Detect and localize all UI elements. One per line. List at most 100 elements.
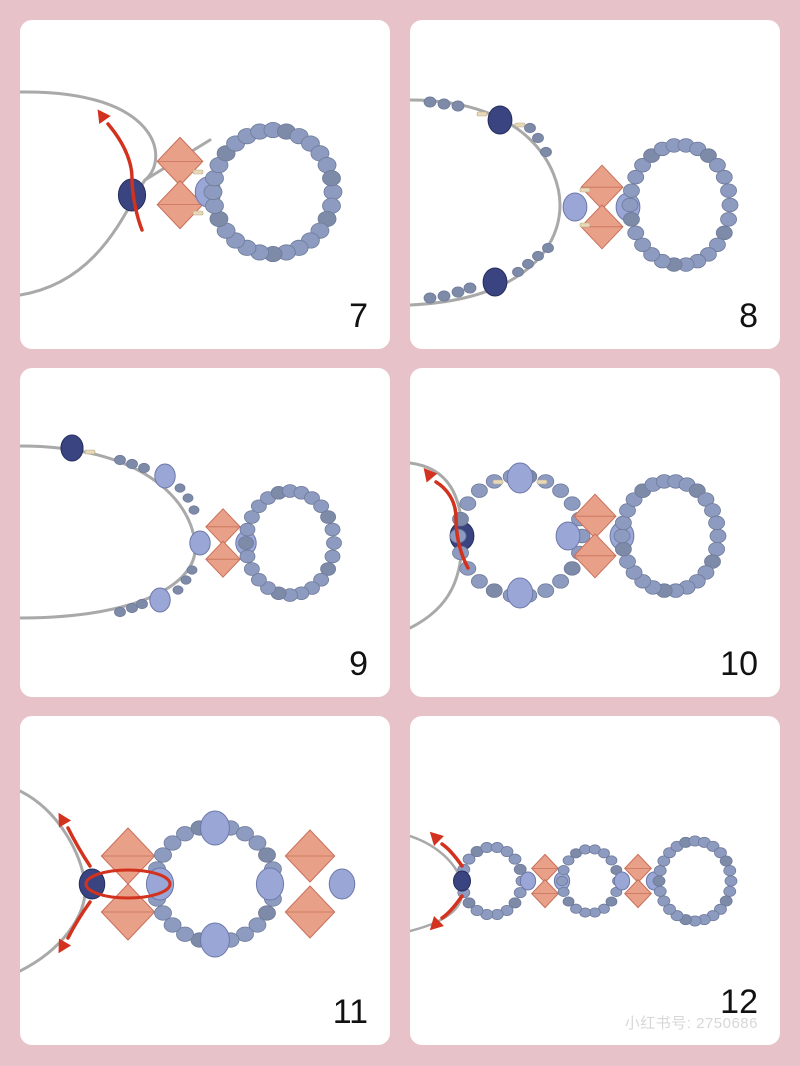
- seed-bead: [627, 225, 645, 241]
- seed-bead: [182, 493, 194, 503]
- step-panel-10: 10: [410, 368, 780, 697]
- seed-bead: [462, 853, 476, 865]
- step-panel-7: 7: [20, 20, 390, 349]
- seed-bead: [537, 583, 555, 598]
- seed-bead: [114, 454, 126, 466]
- seed-bead: [556, 875, 568, 887]
- seed-bead: [258, 847, 276, 863]
- seed-bead: [163, 835, 182, 851]
- seed-bead: [172, 585, 184, 595]
- seed-bead: [126, 602, 138, 614]
- seed-bead: [323, 183, 343, 201]
- step-number: 12: [720, 983, 758, 1021]
- seed-bead: [239, 522, 256, 537]
- seed-bead: [326, 536, 342, 550]
- step-panel-8: 8: [410, 20, 780, 349]
- seed-bead: [176, 826, 194, 842]
- seed-bead: [437, 290, 451, 302]
- seed-bead: [619, 554, 636, 569]
- seed-bead: [451, 100, 465, 112]
- seed-bead: [250, 572, 267, 587]
- seed-bead: [614, 515, 632, 531]
- seed-bead: [723, 865, 737, 877]
- seed-bead: [562, 896, 575, 907]
- faceted-bead: [145, 867, 175, 901]
- red-path-arrow-icon: [429, 916, 444, 931]
- seed-bead: [623, 183, 640, 198]
- seed-bead: [508, 897, 522, 909]
- seed-bead: [657, 855, 671, 867]
- dark-faceted-bead: [453, 870, 471, 892]
- bead-diagram-7: [20, 90, 343, 297]
- seed-bead: [236, 826, 254, 842]
- spacer-bead: [192, 210, 204, 216]
- thread-path: [434, 480, 470, 570]
- faceted-bead: [200, 922, 230, 958]
- seed-bead: [485, 583, 503, 598]
- seed-bead: [180, 575, 192, 585]
- seed-bead: [313, 499, 330, 514]
- seed-bead: [248, 835, 267, 851]
- seed-bead: [437, 98, 451, 110]
- seed-bead: [634, 237, 651, 252]
- spacer-bead: [192, 169, 204, 175]
- step-panel-9: 9: [20, 368, 390, 697]
- faceted-bead: [149, 587, 171, 613]
- thread-path: [66, 900, 92, 940]
- seed-bead: [459, 496, 477, 511]
- seed-bead: [186, 565, 198, 575]
- step-number: 10: [720, 645, 758, 683]
- seed-bead: [258, 905, 276, 921]
- seed-bead: [188, 505, 200, 515]
- spacer-bead: [84, 449, 96, 455]
- seed-bead: [614, 541, 632, 557]
- seed-bead: [557, 886, 570, 898]
- seed-bead: [423, 96, 437, 108]
- seed-bead: [623, 212, 640, 227]
- seed-bead: [723, 885, 737, 897]
- seed-bead: [653, 865, 667, 877]
- seed-bead: [563, 496, 581, 511]
- step-number: 9: [349, 645, 368, 683]
- seed-bead: [652, 875, 666, 887]
- seed-bead: [709, 237, 726, 252]
- seed-bead: [320, 562, 337, 576]
- thread-path: [106, 122, 144, 232]
- seed-bead: [304, 491, 320, 505]
- seed-bead: [605, 896, 618, 907]
- bead-diagram-12: [410, 831, 738, 933]
- seed-bead: [552, 483, 570, 498]
- thread-path: [440, 894, 464, 920]
- seed-bead: [176, 926, 194, 942]
- wire-line: [20, 789, 87, 973]
- spacer-bead: [476, 111, 488, 117]
- seed-bead: [720, 212, 737, 227]
- seed-bead: [114, 606, 126, 618]
- faceted-bead: [506, 577, 534, 609]
- seed-bead: [248, 917, 267, 933]
- seed-bead: [136, 598, 148, 610]
- seed-bead: [243, 562, 260, 576]
- faceted-bead: [506, 462, 534, 494]
- seed-bead: [621, 197, 639, 213]
- seed-bead: [451, 286, 465, 298]
- seed-bead: [532, 132, 544, 144]
- step-panel-12: 小红书号: 2750686 12: [410, 716, 780, 1045]
- seed-bead: [663, 903, 676, 915]
- seed-bead: [557, 864, 570, 876]
- seed-bead: [700, 148, 717, 163]
- seed-bead: [532, 250, 544, 262]
- thread-path: [84, 868, 172, 900]
- seed-bead: [470, 904, 484, 916]
- thread-path: [66, 826, 92, 868]
- faceted-bead: [255, 867, 285, 901]
- seed-bead: [238, 536, 254, 550]
- step-number: 7: [349, 297, 368, 335]
- seed-bead: [512, 266, 524, 278]
- spacer-bead: [579, 187, 591, 193]
- seed-bead: [513, 863, 527, 875]
- seed-bead: [653, 885, 667, 897]
- seed-bead: [205, 197, 224, 214]
- seed-bead: [203, 183, 223, 201]
- seed-bead: [313, 572, 330, 587]
